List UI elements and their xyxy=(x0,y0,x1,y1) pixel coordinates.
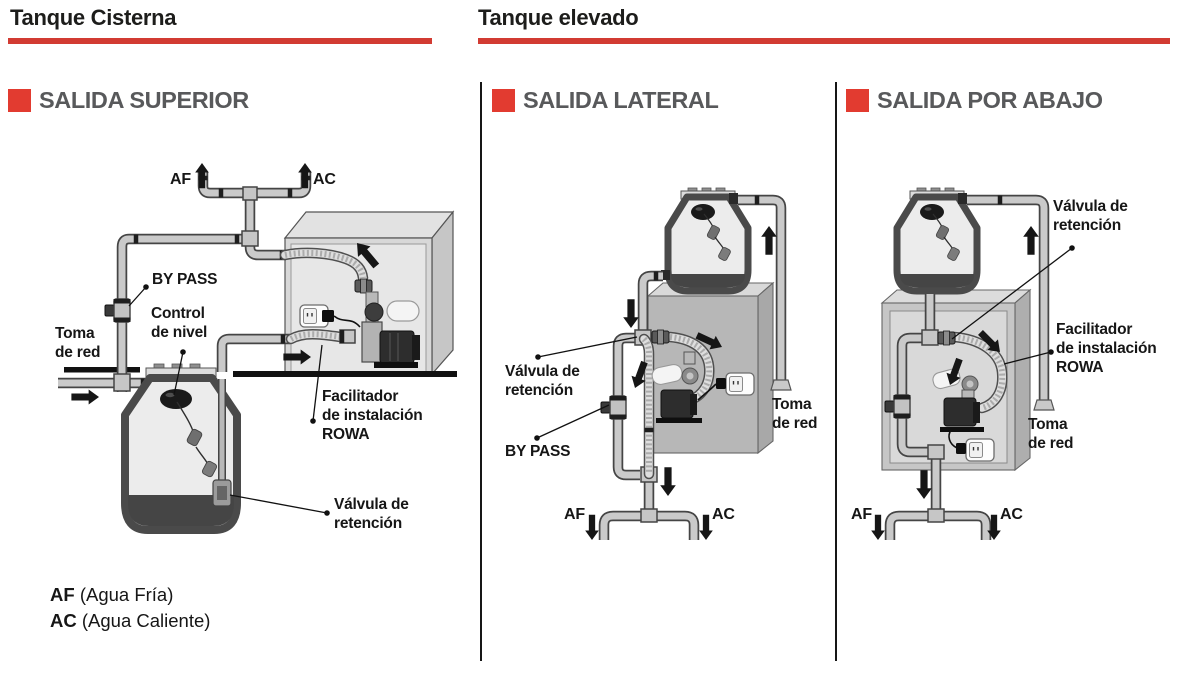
label-facilitador-rowa: Facilitador de instalación ROWA xyxy=(1056,321,1157,376)
diagram-salida-lateral xyxy=(534,188,792,540)
header-tanque-elevado: Tanque elevado xyxy=(478,5,639,30)
bypass-valve xyxy=(104,298,132,323)
label-af: AF xyxy=(170,171,191,188)
red-underline-cisterna xyxy=(8,38,432,44)
column-divider-2 xyxy=(835,82,837,661)
flow-arrow-down-ac xyxy=(699,514,713,540)
label-facilitador-rowa: Facilitador de instalación ROWA xyxy=(322,388,423,443)
legend-line-ac: AC (Agua Caliente) xyxy=(50,610,211,631)
section-title-salida-lateral: SALIDA LATERAL xyxy=(492,87,719,113)
braided-hose xyxy=(279,247,369,345)
flow-arrow-down-af xyxy=(871,514,885,540)
diagram-salida-por-abajo xyxy=(871,188,1075,540)
flow-arrow-down-af xyxy=(585,514,599,540)
check-valve xyxy=(651,329,670,345)
section-title-salida-superior: SALIDA SUPERIOR xyxy=(8,87,249,113)
power-outlet xyxy=(948,429,995,462)
flow-arrow-down-3 xyxy=(660,467,676,496)
leader-lines xyxy=(128,284,330,516)
label-bypass: BY PASS xyxy=(505,443,571,460)
label-bypass: BY PASS xyxy=(152,271,218,288)
legend-line-af: AF (Agua Fría) xyxy=(50,584,174,605)
pump-unit xyxy=(339,278,420,368)
label-ac: AC xyxy=(1000,506,1023,523)
flow-arrow-up xyxy=(761,226,777,255)
red-square-icon xyxy=(846,88,869,112)
pump-unit xyxy=(651,351,702,423)
diagram-salida-superior xyxy=(58,163,457,534)
label-toma-de-red: Toma de red xyxy=(55,325,101,361)
braided-hose xyxy=(638,331,715,480)
leader-lines xyxy=(951,245,1075,365)
pipe-network xyxy=(113,172,312,392)
braided-hose xyxy=(948,331,1008,414)
pump-room xyxy=(233,210,457,377)
flow-arrow-down xyxy=(916,470,932,499)
label-valvula-retencion: Válvula de retención xyxy=(505,363,580,399)
label-control-de-nivel: Control de nivel xyxy=(151,305,208,341)
red-underline-elevado xyxy=(478,38,1170,44)
pipe-network xyxy=(884,193,1055,540)
flow-arrow-down-1 xyxy=(623,299,639,328)
flow-arrow-up xyxy=(1023,226,1039,255)
label-toma-de-red: Toma de red xyxy=(772,396,818,432)
leader-lines xyxy=(534,336,638,441)
label-valvula-retencion: Válvula de retención xyxy=(334,496,409,532)
label-valvula-retencion: Válvula de retención xyxy=(1053,198,1128,234)
power-outlet xyxy=(697,372,755,401)
red-square-icon xyxy=(492,88,515,112)
label-ac: AC xyxy=(712,506,735,523)
cistern-tank xyxy=(121,363,241,534)
label-toma-de-red: Toma de red xyxy=(1028,416,1074,452)
label-af: AF xyxy=(851,506,872,523)
header-tanque-cisterna: Tanque Cisterna xyxy=(10,5,177,30)
flow-arrow-street xyxy=(71,389,99,405)
red-square-icon xyxy=(8,88,31,112)
section-title-salida-por-abajo: SALIDA POR ABAJO xyxy=(846,87,1103,113)
legend: AF (Agua Fría) AC (Agua Caliente) xyxy=(50,582,210,634)
label-af: AF xyxy=(564,506,585,523)
column-divider-1 xyxy=(480,82,482,661)
label-ac: AC xyxy=(313,171,336,188)
power-outlet xyxy=(299,304,361,328)
